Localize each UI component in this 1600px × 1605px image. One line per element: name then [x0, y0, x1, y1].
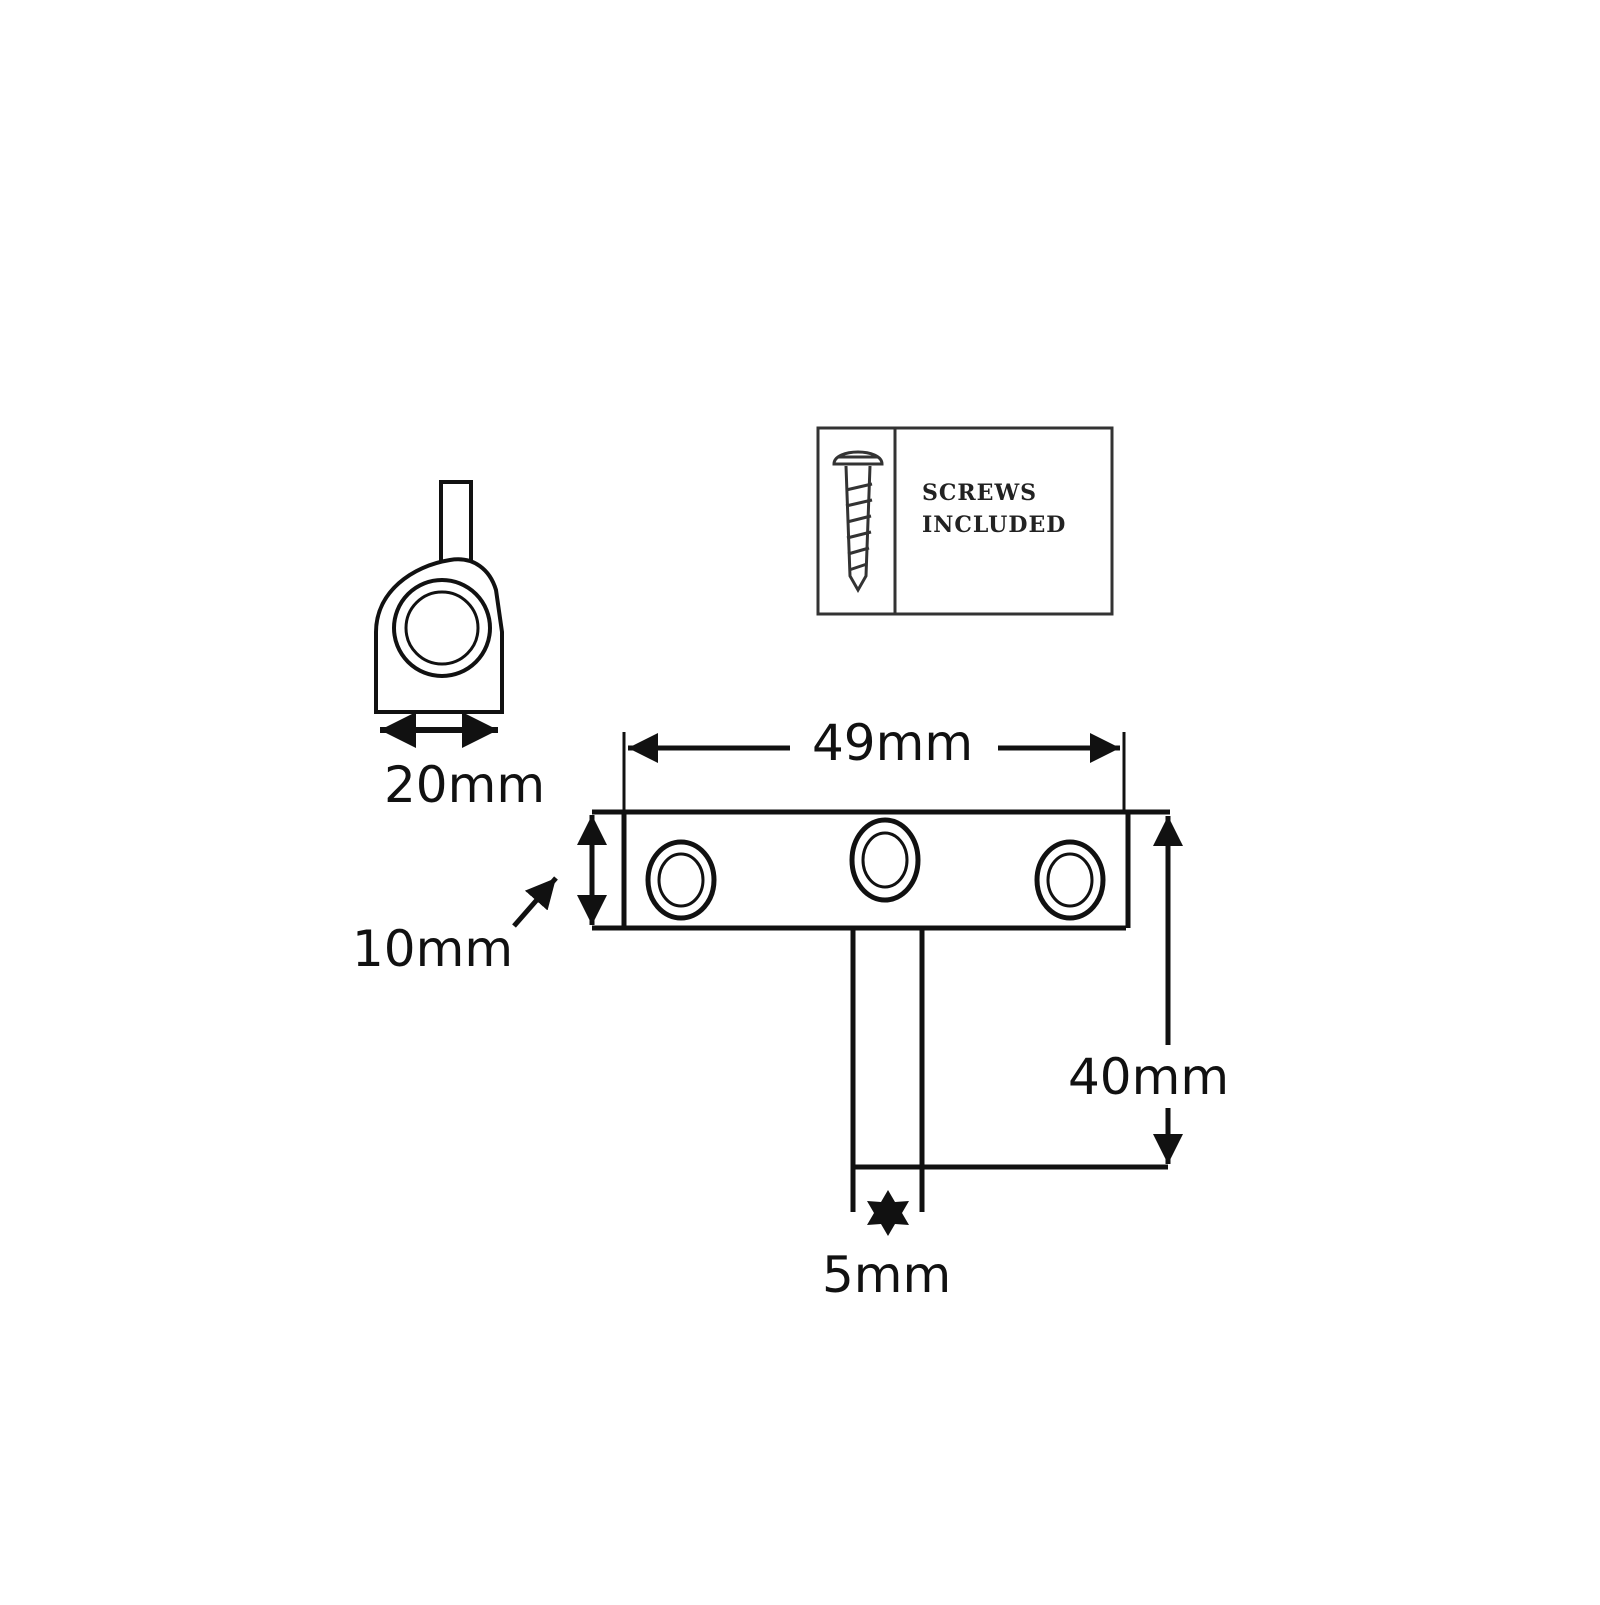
thickness-leader	[512, 876, 558, 928]
pin-length-label: 40mm	[1068, 1048, 1229, 1106]
dim-plate-length	[622, 732, 1126, 812]
dim-plate-thickness	[512, 815, 607, 928]
plate-thickness-label: 10mm	[352, 920, 513, 978]
badge-line-1: SCREWS	[922, 480, 1037, 506]
end-view	[374, 480, 504, 748]
screw-holes	[645, 817, 1106, 921]
screw-hole-left	[645, 839, 717, 921]
screw-hole-right	[1034, 839, 1106, 921]
pin-tip-label: 5mm	[822, 1246, 951, 1304]
end-view-bore-inner	[404, 590, 480, 666]
screws-included-badge: SCREWS INCLUDED	[816, 426, 1114, 616]
badge-line-2: INCLUDED	[922, 512, 1066, 538]
plate-length-label: 49mm	[812, 714, 973, 772]
end-view-bore-outer	[392, 578, 492, 678]
pin-tip-star	[867, 1190, 909, 1236]
pin	[850, 928, 1168, 1236]
plate	[592, 809, 1170, 931]
screw-hole-center	[849, 817, 921, 903]
end-view-width-label: 20mm	[384, 756, 545, 814]
screw-icon	[832, 450, 884, 594]
end-view-pin	[439, 480, 473, 564]
